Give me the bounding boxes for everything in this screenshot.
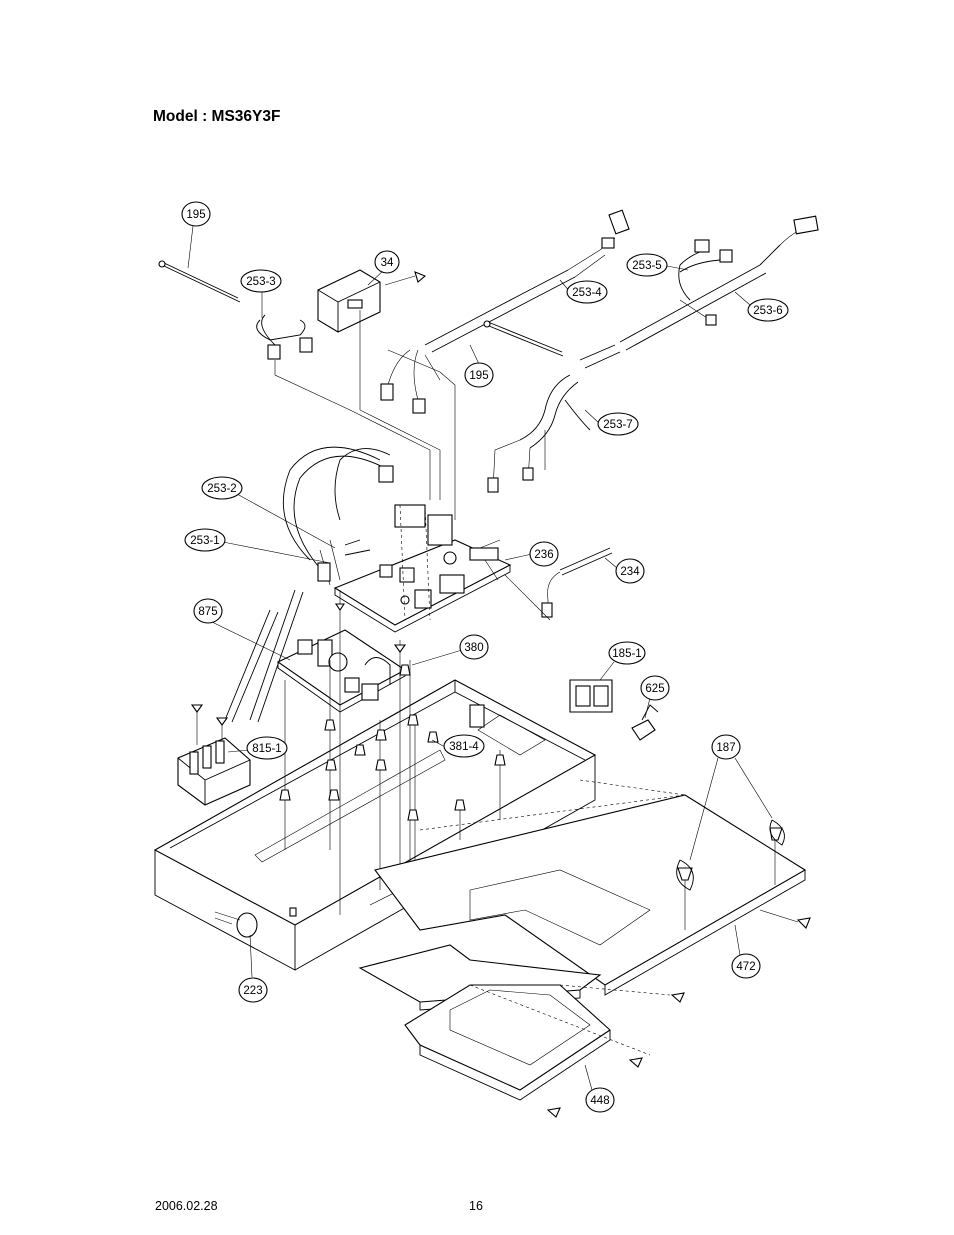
leader-lines xyxy=(187,225,773,1091)
callout-223: 223 xyxy=(238,977,268,1003)
base-plate-472 xyxy=(374,779,811,996)
control-box-223 xyxy=(153,679,597,971)
callout-875: 875 xyxy=(193,598,223,624)
svg-text:472: 472 xyxy=(736,961,755,973)
svg-text:253-2: 253-2 xyxy=(207,483,236,495)
callout-234: 234 xyxy=(615,558,645,584)
callout-380: 380 xyxy=(459,634,489,660)
clip-625 xyxy=(631,704,659,741)
filter-pcb-875 xyxy=(276,629,407,713)
svg-text:253-4: 253-4 xyxy=(572,287,602,299)
harness-253-2 xyxy=(282,446,394,586)
footer-page-number: 16 xyxy=(469,1199,483,1213)
terminal-block-815-1 xyxy=(177,704,251,806)
footer-date: 2006.02.28 xyxy=(155,1199,218,1213)
callout-253-2: 253-2 xyxy=(201,476,243,500)
callout-815-1: 815-1 xyxy=(246,736,288,760)
svg-text:381-4: 381-4 xyxy=(449,741,479,753)
callout-253-3: 253-3 xyxy=(240,269,282,293)
harness-253-6 xyxy=(619,215,819,351)
harness-253-4 xyxy=(380,209,630,414)
svg-text:253-6: 253-6 xyxy=(753,305,782,317)
transformer-34 xyxy=(317,269,427,333)
callout-625: 625 xyxy=(640,675,670,701)
svg-text:253-5: 253-5 xyxy=(632,260,661,272)
svg-text:234: 234 xyxy=(620,566,640,578)
callout-253-6: 253-6 xyxy=(747,298,789,322)
pcb-supports xyxy=(279,590,506,915)
page-title: Model : MS36Y3F xyxy=(153,108,281,125)
callout-381-4: 381-4 xyxy=(443,734,485,758)
callout-253-7: 253-7 xyxy=(597,412,639,436)
svg-text:875: 875 xyxy=(198,606,217,618)
callout-253-4: 253-4 xyxy=(566,280,608,304)
callout-185-1: 185-1 xyxy=(608,641,646,665)
svg-text:253-3: 253-3 xyxy=(246,276,275,288)
svg-text:195: 195 xyxy=(186,209,205,221)
callout-236: 236 xyxy=(529,541,559,567)
callout-472: 472 xyxy=(731,953,761,979)
svg-text:380: 380 xyxy=(464,642,483,654)
svg-text:625: 625 xyxy=(645,683,664,695)
callout-195-a: 195 xyxy=(181,201,211,227)
insulator-185-1 xyxy=(569,679,613,713)
svg-text:223: 223 xyxy=(243,985,262,997)
svg-text:195: 195 xyxy=(469,370,488,382)
svg-text:253-7: 253-7 xyxy=(603,419,632,431)
svg-text:34: 34 xyxy=(381,257,394,269)
svg-text:815-1: 815-1 xyxy=(252,743,281,755)
harness-253-7 xyxy=(487,344,621,493)
callout-253-1: 253-1 xyxy=(184,528,226,552)
svg-text:185-1: 185-1 xyxy=(612,648,641,660)
connector-253-3 xyxy=(256,314,313,360)
svg-text:236: 236 xyxy=(534,549,553,561)
svg-text:253-1: 253-1 xyxy=(190,535,219,547)
main-pcb-236 xyxy=(333,504,512,633)
callout-187: 187 xyxy=(711,734,741,760)
drain-pan-448 xyxy=(358,944,685,1118)
cable-tie-195-right xyxy=(483,320,564,357)
cable-tie-195-left xyxy=(158,260,241,303)
callout-195-b: 195 xyxy=(464,362,494,388)
svg-text:187: 187 xyxy=(716,742,735,754)
callout-34: 34 xyxy=(374,250,400,274)
callout-253-5: 253-5 xyxy=(626,253,668,277)
callout-448: 448 xyxy=(585,1087,615,1113)
svg-text:448: 448 xyxy=(590,1095,609,1107)
thermistor-234 xyxy=(504,547,613,621)
harness-253-1 xyxy=(224,539,371,723)
